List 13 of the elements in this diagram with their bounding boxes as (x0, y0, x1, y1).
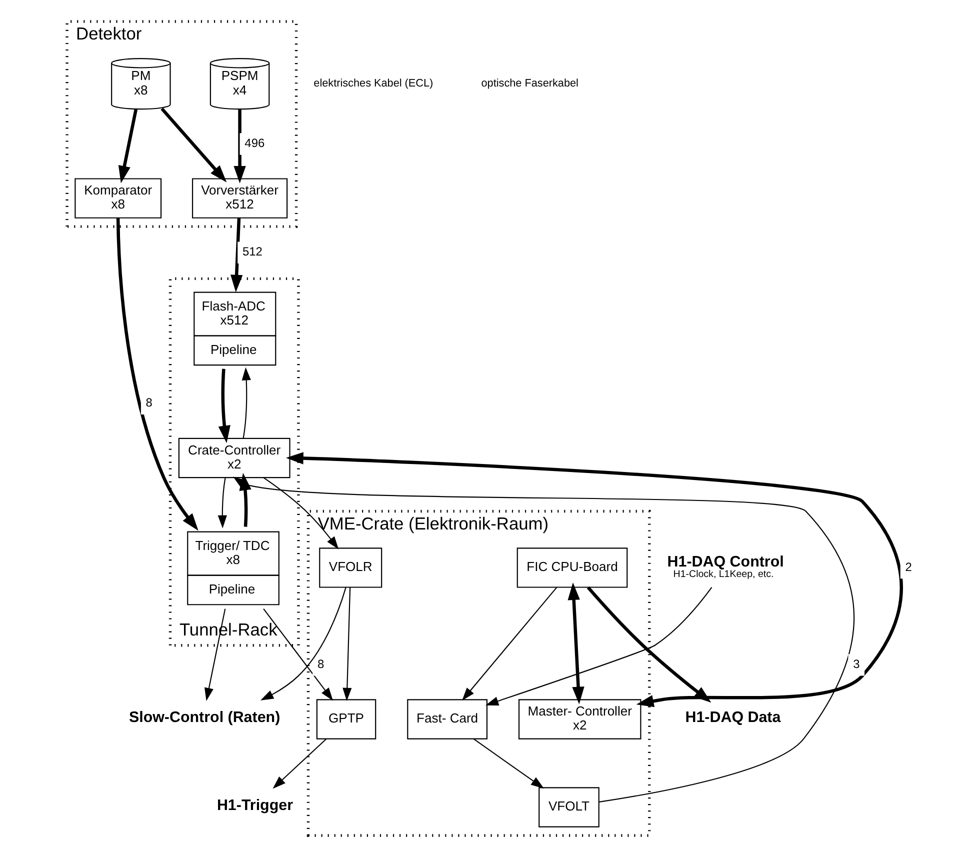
label: elektrisches Kabel (ECL) (314, 78, 434, 90)
edge-label: 3 (853, 656, 860, 671)
node-text: Slow-Control (Raten) (128, 709, 280, 726)
edge-label: 512 (242, 244, 262, 259)
node-text: H1-Trigger (216, 797, 293, 814)
node-text: H1-DAQ Control (667, 553, 784, 570)
edge-label: 8 (317, 656, 324, 671)
edge-label: 8 (146, 396, 152, 410)
node-text: H1-DAQ Data (685, 709, 781, 726)
node-label: H1-Clock, L1Keep, etc. (673, 569, 774, 580)
label: optische Faserkabel (481, 78, 578, 90)
edge-label: 496 (244, 136, 265, 150)
edge-label: 2 (905, 560, 912, 574)
